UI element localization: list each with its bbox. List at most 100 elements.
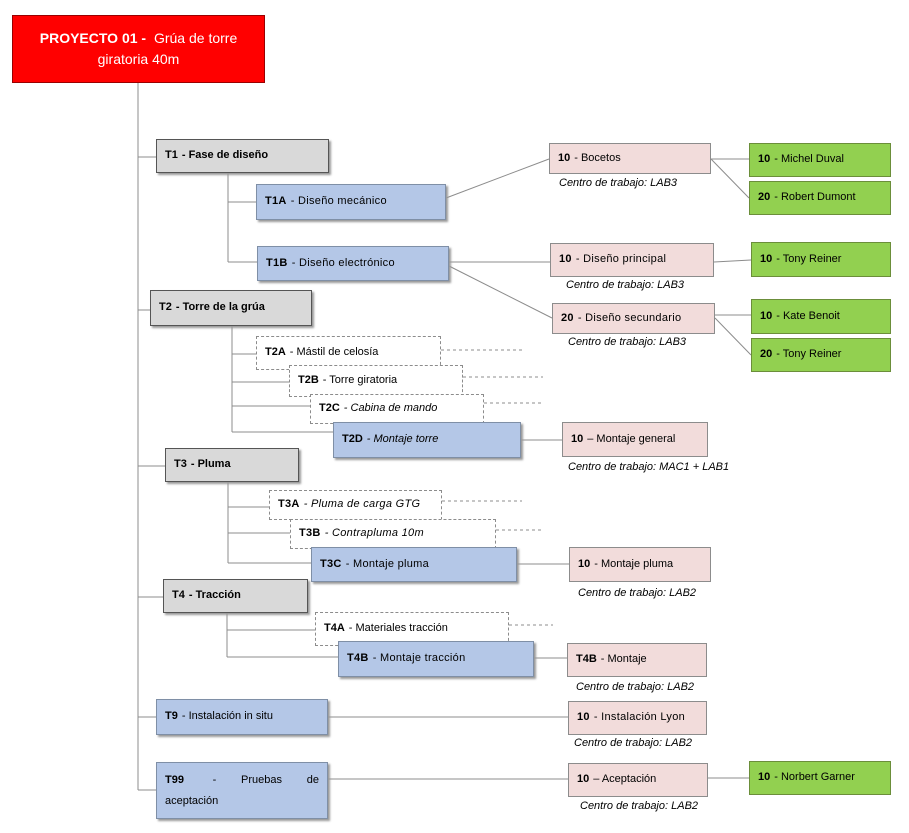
person-kate-benoit[interactable]: 10 - Kate Benoit — [751, 299, 891, 334]
person-label: - Kate Benoit — [776, 309, 840, 322]
task-label: - Montaje tracción — [372, 652, 466, 665]
person-tony-reiner-1[interactable]: 10 - Tony Reiner — [751, 242, 891, 277]
task-t1b[interactable]: T1B - Diseño electrónico — [257, 246, 449, 281]
operation-code: 20 — [561, 311, 574, 324]
project-code: PROYECTO 01 - — [39, 30, 147, 46]
operation-instalacion-lyon[interactable]: 10 - Instalación Lyon — [568, 701, 707, 735]
task-t1a[interactable]: T1A - Diseño mecánico — [256, 184, 446, 220]
work-center: Centro de trabajo: LAB2 — [576, 681, 695, 693]
task-code: T3B — [299, 527, 321, 540]
task-label: - Diseño mecánico — [290, 195, 387, 208]
task-t2[interactable]: T2 - Torre de la grúa — [150, 290, 312, 326]
work-center: Centro de trabajo: LAB3 — [566, 279, 685, 291]
person-tony-reiner-2[interactable]: 20 - Tony Reiner — [751, 338, 891, 372]
operation-label: - Montaje — [600, 653, 647, 666]
task-label: - Pluma — [190, 458, 231, 471]
operation-label: – Montaje general — [587, 432, 676, 445]
operation-label: – Aceptación — [593, 773, 657, 786]
task-label: - Fase de diseño — [181, 149, 269, 162]
work-center: Centro de trabajo: MAC1 + LAB1 — [568, 461, 730, 473]
operation-bocetos[interactable]: 10 - Bocetos — [549, 143, 711, 174]
operation-aceptacion[interactable]: 10 – Aceptación — [568, 763, 708, 797]
task-code: T3 — [174, 458, 187, 471]
task-label: - Montaje torre — [366, 433, 439, 446]
task-t2b[interactable]: T2B - Torre giratoria — [289, 365, 463, 397]
person-label: - Robert Dumont — [774, 191, 856, 204]
work-center: Centro de trabajo: LAB2 — [580, 800, 699, 812]
work-center: Centro de trabajo: LAB2 — [578, 587, 697, 599]
task-t99[interactable]: T99 - Pruebas de aceptación — [156, 762, 328, 819]
task-t2d[interactable]: T2D - Montaje torre — [333, 422, 521, 458]
work-center: Centro de trabajo: LAB3 — [568, 336, 687, 348]
operation-code: 10 — [571, 432, 584, 445]
operation-code: T4B — [576, 653, 597, 666]
task-t3c[interactable]: T3C - Montaje pluma — [311, 547, 517, 582]
task-label: - Diseño electrónico — [291, 256, 395, 269]
work-center: Centro de trabajo: LAB2 — [574, 737, 693, 749]
operation-code: 10 — [577, 711, 590, 724]
person-label: - Michel Duval — [774, 153, 844, 166]
operation-label: - Montaje pluma — [594, 557, 674, 570]
operation-montaje-pluma[interactable]: 10 - Montaje pluma — [569, 547, 711, 582]
task-t1[interactable]: T1 - Fase de diseño — [156, 139, 329, 173]
person-code: 20 — [760, 348, 773, 361]
task-label-line1: T99 - Pruebas de — [165, 770, 319, 791]
work-center: Centro de trabajo: LAB3 — [559, 177, 678, 189]
operation-code: 10 — [577, 773, 590, 786]
task-label: - Torre giratoria — [322, 374, 398, 387]
person-robert-dumont[interactable]: 20 - Robert Dumont — [749, 181, 891, 215]
operation-diseno-secundario[interactable]: 20 - Diseño secundario — [552, 303, 715, 334]
operation-montaje-general[interactable]: 10 – Montaje general — [562, 422, 708, 457]
task-label: - Materiales tracción — [348, 622, 448, 635]
task-word: de — [306, 774, 319, 786]
task-code: T2B — [298, 374, 319, 387]
operation-t4b-montaje[interactable]: T4B - Montaje — [567, 643, 707, 677]
operation-diseno-principal[interactable]: 10 - Diseño principal — [550, 243, 714, 277]
task-t3[interactable]: T3 - Pluma — [165, 448, 299, 482]
task-code: T2A — [265, 346, 286, 359]
task-code: T1 — [165, 149, 178, 162]
task-t2a[interactable]: T2A - Mástil de celosía — [256, 336, 441, 370]
task-t4[interactable]: T4 - Tracción — [163, 579, 308, 613]
task-code: T3A — [278, 498, 300, 511]
task-code: T99 — [165, 774, 184, 786]
project-node[interactable]: PROYECTO 01 - Grúa de torre giratoria 40… — [12, 15, 265, 83]
operation-label: - Instalación Lyon — [593, 711, 686, 724]
person-michel-duval[interactable]: 10 - Michel Duval — [749, 143, 891, 177]
task-label: - Mástil de celosía — [289, 346, 379, 359]
person-label: - Tony Reiner — [776, 252, 842, 265]
task-code: T2C — [319, 402, 340, 415]
task-code: T2 — [159, 301, 172, 314]
operation-label: - Bocetos — [574, 151, 621, 164]
task-word: Pruebas — [241, 774, 283, 786]
task-t3b[interactable]: T3B - Contrapluma 10m — [290, 519, 496, 549]
person-label: - Norbert Garner — [774, 771, 855, 784]
project-name: Grúa de torre giratoria 40m — [97, 30, 238, 67]
task-label-line2: aceptación — [165, 794, 219, 807]
task-t9[interactable]: T9 - Instalación in situ — [156, 699, 328, 735]
task-code: T3C — [320, 557, 342, 570]
task-code: T4A — [324, 622, 345, 635]
task-label: - Torre de la grúa — [175, 301, 265, 314]
person-norbert-garner[interactable]: 10 - Norbert Garner — [749, 761, 891, 795]
operation-code: 10 — [578, 557, 591, 570]
task-t3a[interactable]: T3A - Pluma de carga GTG — [269, 490, 442, 520]
task-t4a[interactable]: T4A - Materiales tracción — [315, 612, 509, 646]
task-code: T1A — [265, 195, 287, 208]
task-t2c[interactable]: T2C - Cabina de mando — [310, 394, 484, 424]
project-title: PROYECTO 01 - Grúa de torre giratoria 40… — [23, 28, 254, 70]
operation-label: - Diseño secundario — [577, 311, 682, 324]
task-code: T1B — [266, 256, 288, 269]
person-code: 20 — [758, 191, 771, 204]
person-code: 10 — [758, 771, 771, 784]
person-code: 10 — [760, 252, 773, 265]
operation-label: - Diseño principal — [575, 253, 667, 266]
task-t4b[interactable]: T4B - Montaje tracción — [338, 641, 534, 677]
task-label: - Tracción — [188, 589, 241, 602]
person-code: 10 — [760, 309, 773, 322]
task-label: - Pluma de carga GTG — [303, 498, 421, 511]
task-code: T9 — [165, 710, 178, 723]
task-label: - Instalación in situ — [181, 710, 273, 723]
person-label: - Tony Reiner — [776, 348, 842, 361]
